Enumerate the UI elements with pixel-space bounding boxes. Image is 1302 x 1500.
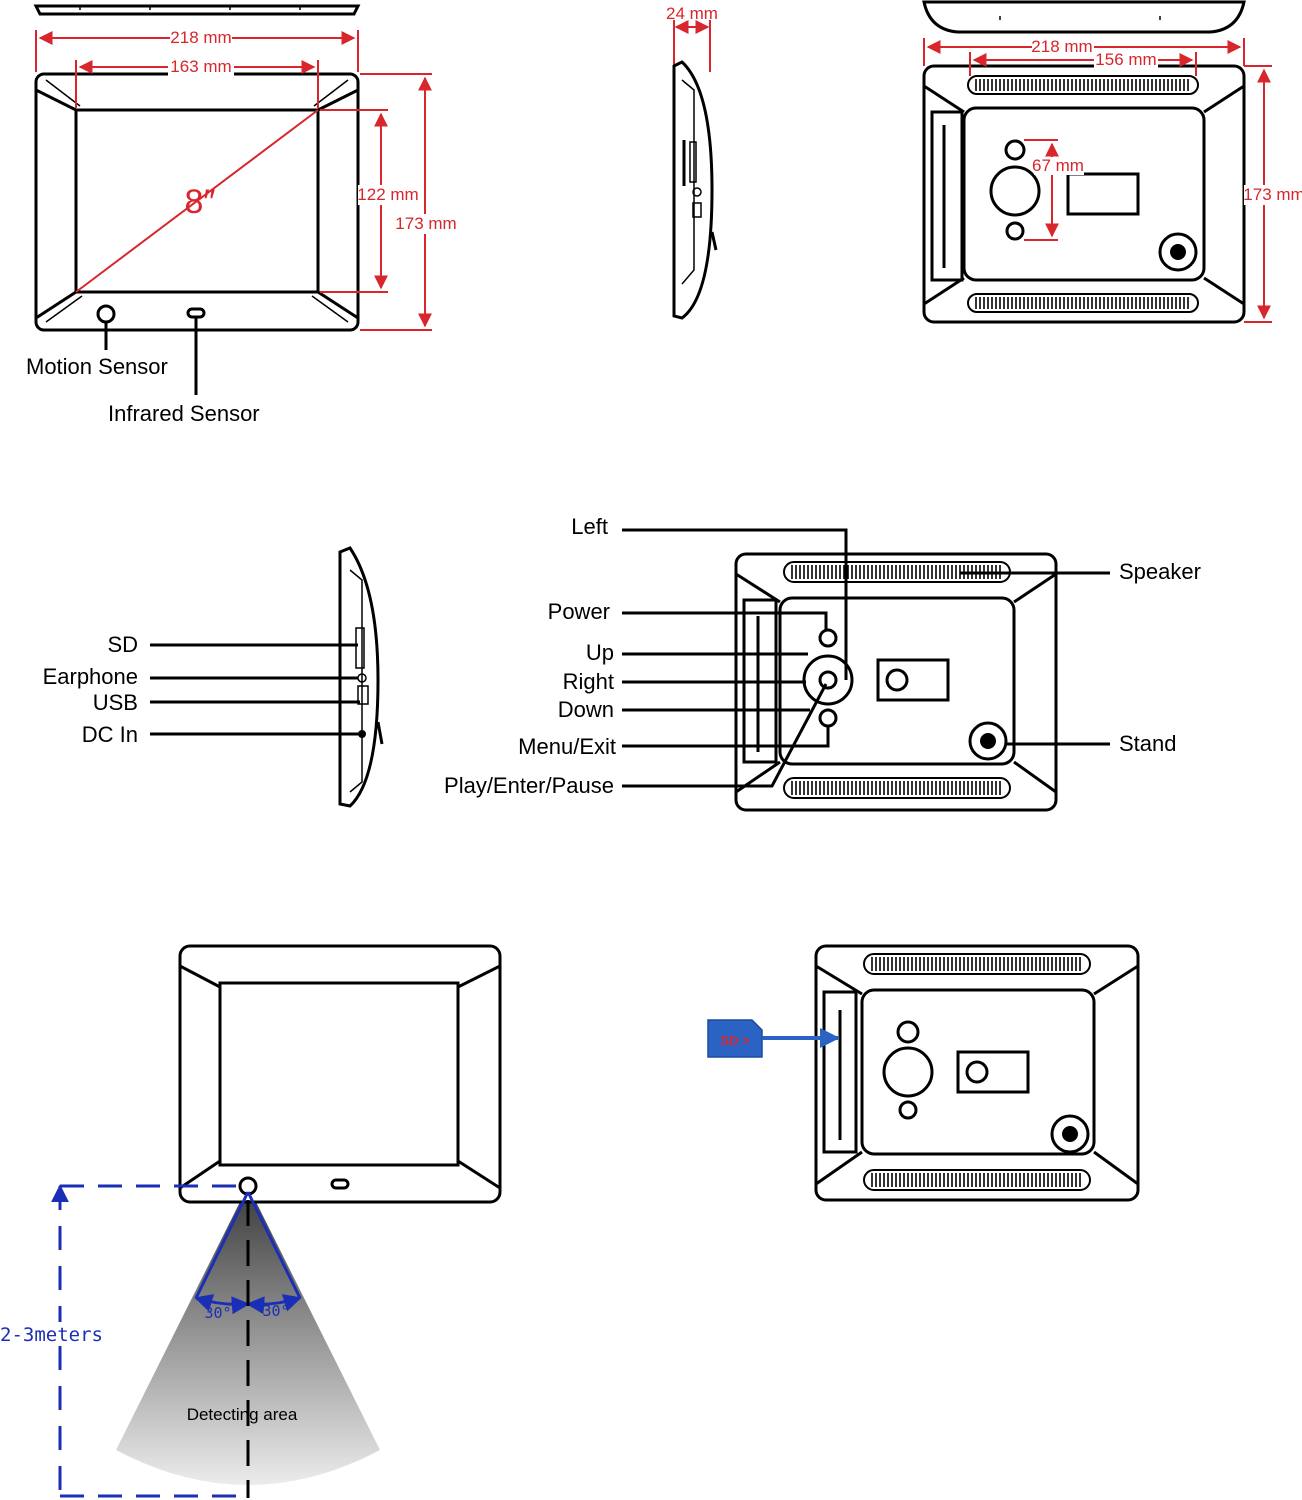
diagonal-label: 8″ (185, 183, 216, 221)
down-control-label: Down (558, 697, 614, 722)
bottom-speaker-grille (863, 1169, 1091, 1191)
dc-in-port-label: DC In (82, 722, 138, 747)
stand-knob-icon (1050, 1114, 1090, 1154)
mount-hole-icon (1005, 221, 1025, 241)
back-view-top: 67 mm 218 mm 156 mm 173 mm (922, 0, 1302, 324)
sd-card-icon (707, 1019, 763, 1058)
center-mount-icon (989, 165, 1041, 217)
sd-insert-view: SD > (707, 944, 1140, 1202)
mount-hole-icon (1004, 139, 1026, 161)
left-control-label: Left (571, 514, 608, 539)
top-speaker-grille (967, 75, 1199, 95)
angle-left-label: 30° (204, 1304, 231, 1322)
mount-spacing-label: 67 mm (1032, 156, 1084, 175)
stand-label: Stand (1119, 731, 1177, 756)
usb-port-label: USB (93, 690, 138, 715)
back-height-label: 173 mm (1243, 185, 1302, 204)
up-control-label: Up (586, 640, 614, 665)
detecting-area-label: Detecting area (187, 1405, 298, 1424)
angle-right-label: 30° (262, 1302, 289, 1320)
dpad-icon (802, 654, 854, 706)
controls-back-view: Left Power Up Right Down Menu/Exit Play/… (444, 514, 1201, 812)
play-enter-button-icon (818, 670, 838, 690)
speaker-label: Speaker (1119, 559, 1201, 584)
motion-detection-view: 30° 30° 2-3meters Detecting area (0, 944, 502, 1498)
front-view: 8″ 218 mm 163 mm 122 mm 173 mm Motion Se… (26, 4, 457, 426)
bottom-speaker-grille (783, 777, 1011, 799)
screen-height-label: 122 mm (357, 185, 418, 204)
top-speaker-grille (783, 561, 1011, 583)
side-ports-view: SD Earphone USB DC In (43, 546, 384, 808)
earphone-port-label: Earphone (43, 664, 138, 689)
speaker-span-label: 156 mm (1095, 50, 1156, 69)
power-control-label: Power (548, 599, 610, 624)
motion-sensor-label: Motion Sensor (26, 354, 168, 379)
stand-knob-icon (1158, 232, 1198, 272)
sd-port-label: SD (107, 632, 138, 657)
top-speaker-grille (863, 953, 1091, 975)
sd-card-label: SD > (720, 1033, 750, 1048)
front-height-label: 173 mm (395, 214, 456, 233)
front-width-label: 218 mm (170, 28, 231, 47)
depth-label: 24 mm (666, 4, 718, 23)
power-button-icon (818, 628, 838, 648)
stand-knob-icon (968, 721, 1008, 761)
range-label: 2-3meters (0, 1324, 103, 1346)
front-top-edge-view (33, 4, 361, 16)
screen-width-label: 163 mm (170, 57, 231, 76)
play-enter-pause-control-label: Play/Enter/Pause (444, 773, 614, 798)
infrared-sensor-label: Infrared Sensor (108, 401, 260, 426)
side-view-top: 24 mm (666, 4, 718, 320)
infrared-sensor-icon (330, 1178, 350, 1190)
back-width-label: 218 mm (1031, 37, 1092, 56)
menu-exit-control-label: Menu/Exit (518, 734, 616, 759)
bottom-speaker-grille (967, 293, 1199, 313)
right-control-label: Right (563, 669, 614, 694)
